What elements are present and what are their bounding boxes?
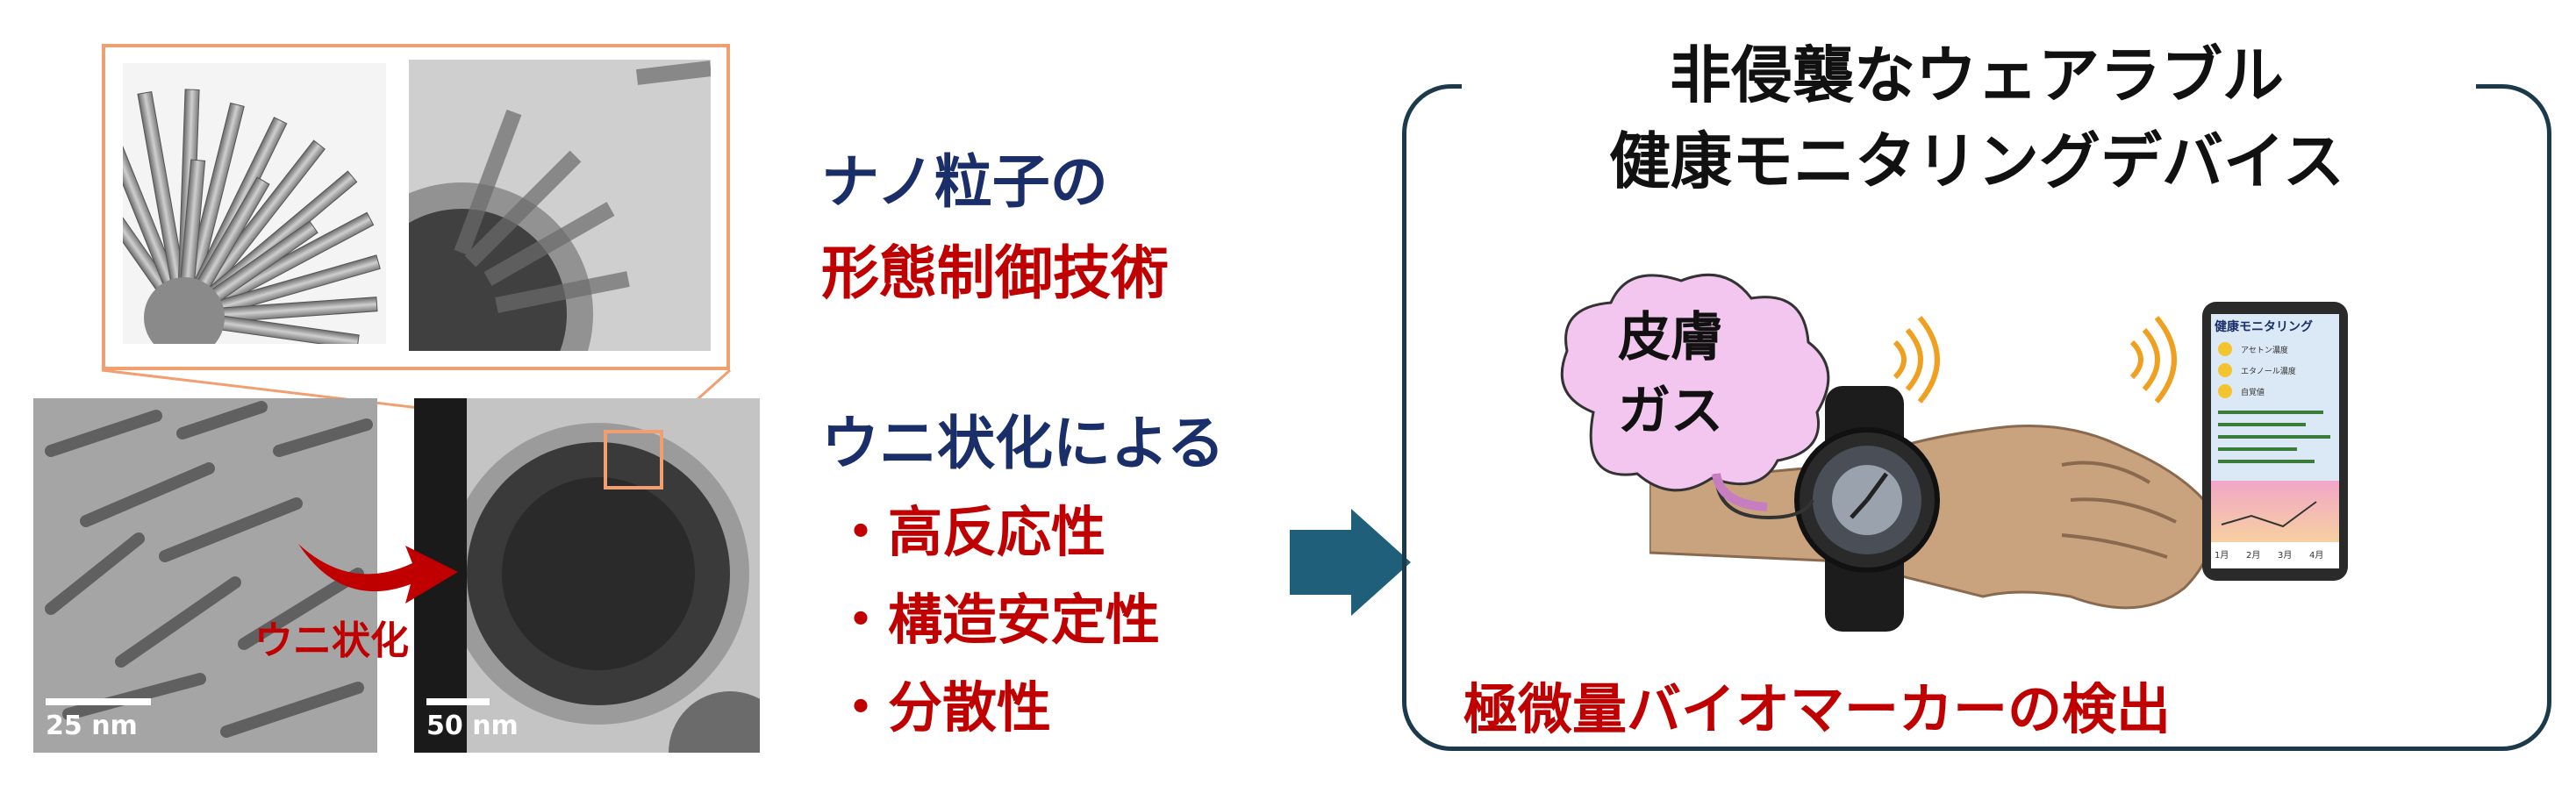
benefit-item: ・構造安定性 [834,588,1161,652]
scale-bar-50nm-label: 50 nm [426,711,519,741]
bottom-caption: 極微量バイオマーカーの検出 [1463,677,2172,741]
phone-bar [2218,447,2297,451]
panel-title-line2: 健康モニタリングデバイス [1609,125,2344,197]
cloud-label-line1: 皮膚 [1618,307,1723,368]
panel-title-gap [1462,75,2476,96]
phone-chart-area [2211,481,2339,542]
scale-bar-25nm-label: 25 nm [46,711,138,741]
phone-month-label: 4月 [2309,551,2324,561]
phone-bar [2218,411,2323,414]
cloud-label-line2: ガス [1618,381,1723,442]
transform-label: ウニ状化 [254,618,409,663]
phone-month-label: 2月 [2246,551,2261,561]
phone-month-label: 3月 [2278,551,2293,561]
face-icon [2218,384,2232,398]
wireless-signal-icon [1893,316,1940,404]
subheading: ウニ状化による [821,410,1226,477]
transform-arrow-icon [298,544,458,604]
phone-trend-line [2221,501,2317,528]
phone-row-label: 自覚値 [2241,389,2265,397]
phone-row-label: エタノール濃度 [2241,368,2296,376]
heading-line1: ナノ粒子の [821,148,1108,216]
smartphone-device: 健康モニタリング アセトン濃度 エタノール濃度 自覚値 1月 2月 3月 4月 [2202,302,2348,581]
heading-line2: 形態制御技術 [821,239,1169,307]
phone-bar [2218,423,2306,426]
phone-screen: 健康モニタリング アセトン濃度 エタノール濃度 自覚値 1月 2月 3月 4月 [2211,314,2339,568]
face-icon [2218,342,2232,356]
right-arrow-icon [1290,509,1411,616]
scale-bar-25nm-line [46,698,151,705]
skin-gas-cloud-icon [1560,273,1830,520]
scale-bar-50nm-line [426,698,490,705]
face-icon [2218,363,2232,377]
wrist-watch-illustration [1649,386,2215,632]
zoom-region-box [604,430,663,489]
benefit-item: ・分散性 [834,675,1052,740]
phone-title: 健康モニタリング [2215,320,2313,334]
wireless-signal-icon [2129,316,2177,404]
benefit-item: ・高反応性 [834,500,1106,564]
tem-image-after: 50 nm [414,398,760,753]
phone-bar [2218,435,2330,439]
phone-row-label: アセトン濃度 [2241,347,2288,355]
tem-highres-image [409,60,711,351]
phone-upper-bg [2211,314,2339,481]
phone-month-label: 1月 [2215,551,2229,561]
phone-bar [2218,460,2315,463]
panel-title-line1: 非侵襲なウェアラブル [1670,39,2284,111]
tem-image-before: 25 nm [33,398,377,753]
